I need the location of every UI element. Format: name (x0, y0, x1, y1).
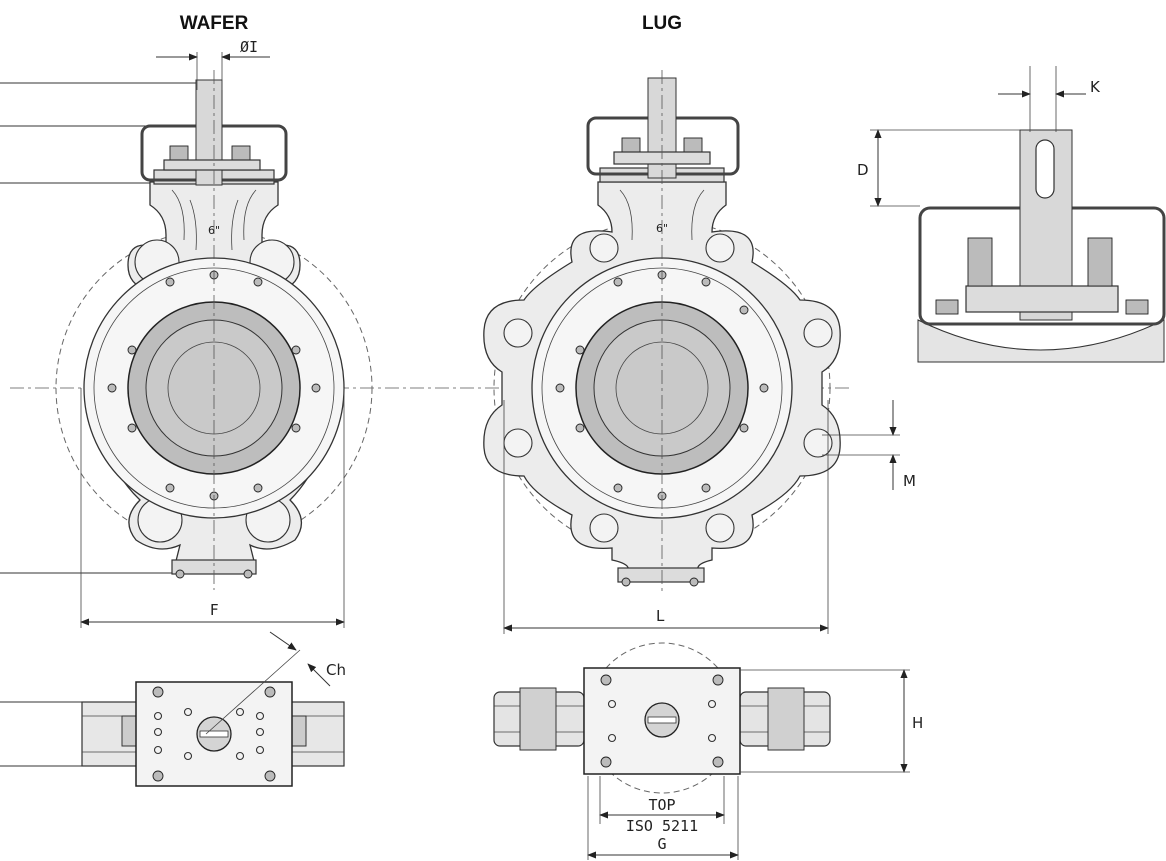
iso-standard-label: ISO 5211 (626, 817, 698, 835)
shaft-height-label: D (857, 161, 869, 179)
neck-rib (619, 189, 633, 241)
bracket-plate (163, 159, 261, 171)
top-flange-label: TOP (648, 796, 675, 814)
bracket-bolt (1087, 237, 1113, 287)
lug-ring (519, 687, 557, 751)
shaft-key-slot (199, 730, 229, 738)
lug-holes (503, 233, 833, 543)
neck-rib (189, 199, 197, 251)
size-mark: 6" (208, 224, 220, 237)
bottom-stub (617, 567, 705, 583)
stub-bolt (621, 577, 631, 587)
shaft-diameter-label: ØI (240, 38, 258, 56)
stub-bolt (175, 569, 185, 579)
lug-front-view: 6" M L (483, 70, 916, 634)
lug-top-view: H TOP ISO 5211 G (493, 642, 923, 860)
dimension-arrow (269, 631, 297, 651)
neck-rib (691, 189, 705, 241)
bracket-plate (965, 285, 1119, 313)
dimension-arrow (307, 663, 331, 687)
neck-rib (231, 199, 239, 251)
flange-bolt-holes (600, 674, 724, 768)
corner-block (935, 299, 959, 315)
shaft-key-slot (647, 716, 677, 724)
detail-body-segment (917, 319, 1165, 363)
stub-bolt (243, 569, 253, 579)
height-label: H (912, 714, 923, 732)
bracket-bolt (967, 237, 993, 287)
flange-bolt-holes (152, 686, 276, 782)
neck-rib (243, 189, 257, 241)
key-width-label: K (1090, 78, 1101, 96)
wafer-title: WAFER (180, 13, 249, 34)
lug-width-label: L (656, 607, 665, 625)
face-bolts (555, 270, 769, 501)
wafer-top-view: Ch (0, 631, 346, 787)
lug-ring (767, 687, 805, 751)
neck-rib (171, 189, 185, 241)
chamfer-label: Ch (326, 661, 346, 679)
keyway (1035, 139, 1055, 199)
size-mark: 6" (656, 222, 668, 235)
chamfer-leader (205, 649, 301, 735)
lug-title: LUG (642, 13, 682, 34)
face-bolts (107, 270, 321, 501)
shaft-detail: K D (857, 66, 1166, 363)
bolt-circle-label: G (657, 835, 666, 853)
lug-thread-label: M (903, 472, 916, 490)
wafer-width-label: F (210, 601, 219, 619)
wafer-front-view: 6" ØI F (0, 38, 373, 628)
corner-block (1125, 299, 1149, 315)
stub-bolt (689, 577, 699, 587)
